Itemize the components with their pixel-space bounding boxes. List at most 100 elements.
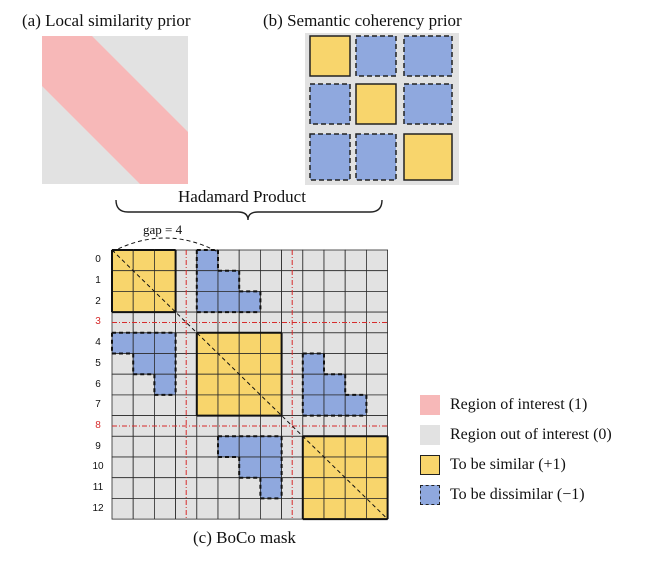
mask-cell-similar bbox=[365, 477, 388, 499]
mask-cell-similar bbox=[111, 270, 134, 292]
mask-cell-out-of-interest bbox=[323, 332, 346, 354]
mask-cell-similar bbox=[344, 497, 367, 520]
mask-cell-dissimilar bbox=[323, 394, 346, 416]
mask-cell-out-of-interest bbox=[365, 373, 388, 396]
mask-cell-out-of-interest bbox=[196, 497, 219, 520]
mask-cell-dissimilar bbox=[323, 373, 346, 396]
mask-cell-out-of-interest bbox=[344, 249, 367, 272]
panel-b-title: (b) Semantic coherency prior bbox=[263, 11, 462, 30]
legend-item-dissimilar: To be dissimilar (−1) bbox=[420, 482, 585, 508]
mask-cell-dissimilar bbox=[238, 291, 261, 313]
main-diagonal bbox=[111, 249, 388, 520]
mask-cell-out-of-interest bbox=[154, 394, 177, 416]
mask-cell-dissimilar bbox=[238, 435, 261, 458]
legend-item-interest: Region of interest (1) bbox=[420, 392, 587, 418]
mask-cell-similar bbox=[196, 373, 219, 396]
mask-cell-out-of-interest bbox=[323, 291, 346, 313]
mask-cell-out-of-interest bbox=[344, 332, 367, 354]
mask-cell-out-of-interest bbox=[154, 497, 177, 520]
mask-cell-out-of-interest bbox=[323, 270, 346, 292]
prior-block-dissimilar bbox=[355, 35, 397, 77]
row-label: 9 bbox=[95, 440, 101, 452]
mask-cell-out-of-interest bbox=[217, 497, 240, 520]
mask-cell-out-of-interest bbox=[154, 435, 177, 458]
mask-cell-out-of-interest bbox=[111, 477, 134, 499]
mask-cell-out-of-interest bbox=[302, 249, 325, 272]
mask-cell-out-of-interest bbox=[111, 353, 134, 375]
mask-cell-dissimilar bbox=[154, 353, 177, 375]
legend-item-out-of-interest: Region out of interest (0) bbox=[420, 422, 612, 448]
mask-cell-dissimilar bbox=[259, 456, 282, 479]
mask-cell-dissimilar bbox=[154, 332, 177, 354]
brace-path bbox=[115, 199, 383, 221]
legend-swatch-dissimilar bbox=[420, 485, 440, 505]
legend-swatch-similar bbox=[420, 455, 440, 475]
mask-cell-out-of-interest bbox=[259, 497, 282, 520]
row-label: 5 bbox=[95, 357, 101, 369]
mask-cell-out-of-interest bbox=[238, 249, 261, 272]
mask-cell-out-of-interest bbox=[365, 270, 388, 292]
mask-cell-similar bbox=[344, 435, 367, 458]
semantic-coherency-prior bbox=[305, 33, 459, 185]
mask-cell-similar bbox=[365, 456, 388, 479]
legend-swatch-out-of-interest bbox=[420, 425, 440, 445]
local-similarity-prior bbox=[42, 36, 188, 184]
prior-block-similar bbox=[355, 83, 397, 125]
row-label: 6 bbox=[95, 378, 101, 390]
gap-label: gap = 4 bbox=[143, 222, 183, 237]
mask-cell-out-of-interest bbox=[196, 456, 219, 479]
mask-cell-out-of-interest bbox=[217, 249, 240, 272]
mask-cell-out-of-interest bbox=[132, 477, 155, 499]
mask-cell-dissimilar bbox=[238, 456, 261, 479]
row-label: 2 bbox=[95, 295, 101, 307]
mask-cell-similar bbox=[196, 353, 219, 375]
mask-cell-out-of-interest bbox=[238, 477, 261, 499]
mask-cell-dissimilar bbox=[196, 249, 219, 272]
mask-cell-out-of-interest bbox=[111, 456, 134, 479]
mask-cell-out-of-interest bbox=[323, 249, 346, 272]
mask-cell-out-of-interest bbox=[259, 270, 282, 292]
mask-cell-dissimilar bbox=[196, 270, 219, 292]
mask-cell-out-of-interest bbox=[344, 270, 367, 292]
mask-cell-similar bbox=[323, 477, 346, 499]
mask-cell-out-of-interest bbox=[302, 270, 325, 292]
panel-a-title: (a) Local similarity prior bbox=[22, 11, 191, 30]
hadamard-brace bbox=[115, 199, 383, 221]
prior-block-dissimilar bbox=[309, 83, 351, 125]
row-label: 10 bbox=[92, 461, 104, 473]
mask-cell-out-of-interest bbox=[132, 435, 155, 458]
mask-cell-out-of-interest bbox=[238, 497, 261, 520]
diagonal-band-region-of-interest bbox=[42, 36, 188, 184]
mask-cell-similar bbox=[259, 332, 282, 354]
mask-cell-similar bbox=[323, 435, 346, 458]
mask-cell-dissimilar bbox=[259, 477, 282, 499]
mask-cell-similar bbox=[217, 332, 240, 354]
mask-cell-out-of-interest bbox=[111, 373, 134, 396]
mask-cell-out-of-interest bbox=[132, 394, 155, 416]
mask-cell-dissimilar bbox=[196, 291, 219, 313]
mask-cell-similar bbox=[238, 353, 261, 375]
panel-c-title: (c) BoCo mask bbox=[193, 528, 296, 547]
mask-cell-dissimilar bbox=[217, 435, 240, 458]
mask-cell-dissimilar bbox=[132, 353, 155, 375]
mask-cell-out-of-interest bbox=[365, 353, 388, 375]
legend-label-interest: Region of interest (1) bbox=[450, 396, 588, 413]
legend-item-similar: To be similar (+1) bbox=[420, 452, 566, 478]
mask-cell-similar bbox=[302, 456, 325, 479]
mask-cell-similar bbox=[323, 497, 346, 520]
mask-cell-similar bbox=[154, 270, 177, 292]
mask-cell-out-of-interest bbox=[111, 435, 134, 458]
row-label: 11 bbox=[92, 482, 104, 494]
mask-cell-out-of-interest bbox=[365, 291, 388, 313]
boco-mask bbox=[111, 237, 389, 521]
mask-cell-similar bbox=[238, 332, 261, 354]
row-label: 1 bbox=[95, 275, 101, 287]
mask-cell-similar bbox=[111, 291, 134, 313]
mask-cell-similar bbox=[302, 477, 325, 499]
mask-cell-out-of-interest bbox=[217, 477, 240, 499]
mask-cell-out-of-interest bbox=[323, 353, 346, 375]
mask-cell-out-of-interest bbox=[259, 249, 282, 272]
mask-cell-dissimilar bbox=[302, 353, 325, 375]
mask-cell-out-of-interest bbox=[365, 332, 388, 354]
mask-cell-similar bbox=[196, 394, 219, 416]
